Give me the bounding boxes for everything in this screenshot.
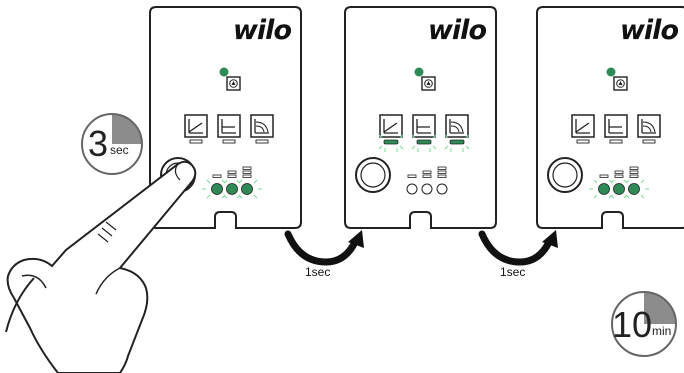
wilo-logo: wilo: [619, 15, 679, 46]
speed-leds-lit: [589, 179, 649, 199]
pump-mode-icon: [226, 76, 241, 91]
wilo-logo: wilo: [232, 15, 292, 46]
wilo-logo: wilo: [427, 15, 487, 46]
panel-3-controls: [547, 67, 661, 199]
power-led: [219, 67, 229, 77]
transition-arrow-2: [478, 230, 558, 266]
timer-3sec-icon: 3 sec: [80, 112, 144, 176]
speed-leds-lit: [202, 179, 262, 199]
variable-pressure-mode-icon: [184, 114, 208, 144]
transition-label-1: 1sec: [305, 265, 331, 279]
timer-10min-icon: 10 min: [610, 290, 678, 358]
power-led: [606, 67, 616, 77]
timer-unit: sec: [110, 143, 129, 157]
mode-leds-lit: [378, 134, 470, 152]
variable-pressure-mode-icon: [571, 114, 595, 144]
operating-button: [547, 157, 583, 193]
transition-arrow-1: [284, 230, 364, 266]
panel-2-controls: [355, 67, 470, 195]
transition-label-2: 1sec: [500, 265, 526, 279]
speed-level-icons: [599, 166, 639, 178]
auto-mode-icon: [445, 114, 469, 138]
operating-button: [355, 157, 391, 193]
pump-mode-icon: [613, 76, 628, 91]
constant-pressure-mode-icon: [412, 114, 436, 138]
speed-leds-off: [406, 183, 448, 195]
constant-pressure-mode-icon: [217, 114, 241, 144]
auto-mode-icon: [250, 114, 274, 144]
pointing-hand-icon: [5, 160, 197, 373]
timer-unit: min: [652, 324, 672, 338]
speed-level-icons: [407, 166, 447, 178]
variable-pressure-mode-icon: [379, 114, 403, 138]
auto-mode-icon: [637, 114, 661, 144]
pump-mode-icon: [421, 76, 436, 91]
constant-pressure-mode-icon: [604, 114, 628, 144]
timer-value: 10: [612, 304, 653, 345]
speed-level-icons: [212, 166, 252, 178]
power-led: [414, 67, 424, 77]
timer-value: 3: [88, 123, 109, 164]
